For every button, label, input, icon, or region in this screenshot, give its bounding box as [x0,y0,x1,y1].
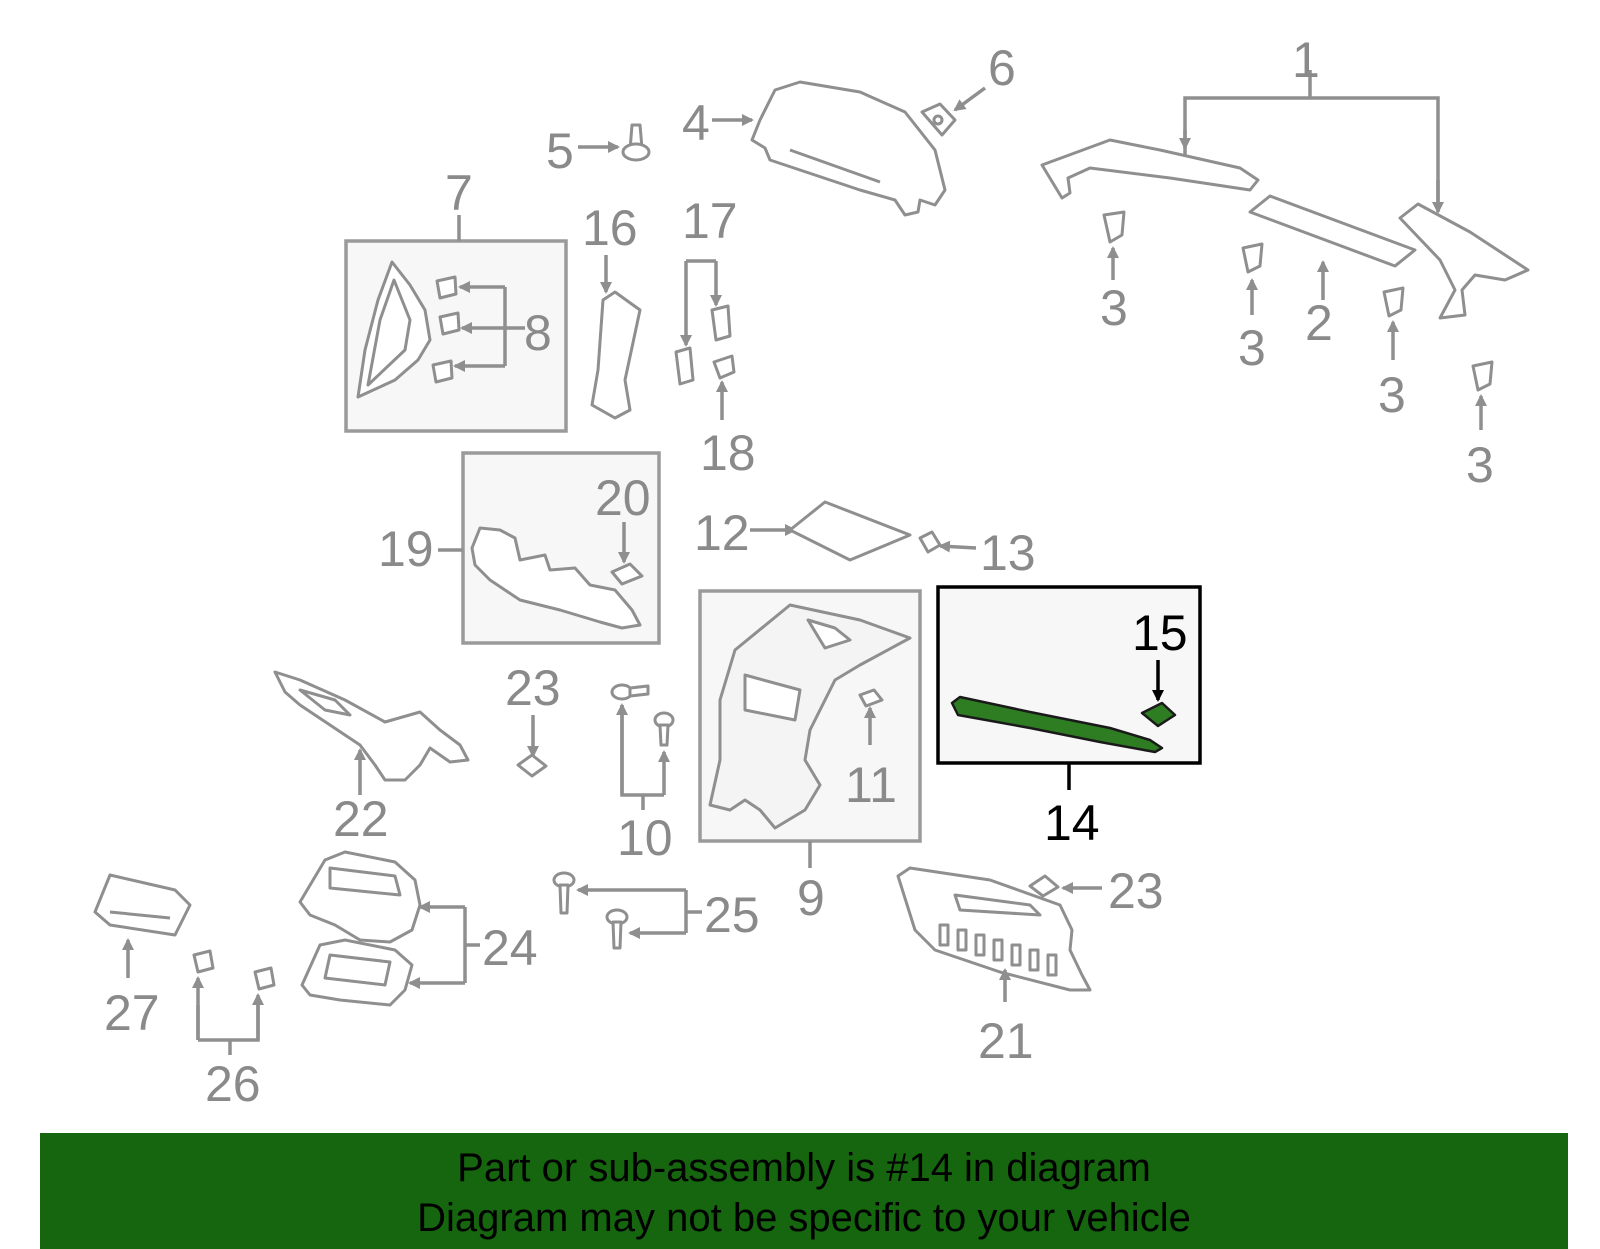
part-group-21: 21 23 [896,863,1164,1069]
clip-3-b [1241,242,1264,274]
callout-10: 10 [617,810,673,866]
callout-20: 20 [595,470,651,526]
callout-3-a: 3 [1100,280,1128,336]
part-group-22-23: 22 23 [273,660,561,847]
clip-20 [610,562,644,586]
part-19-dash-panel [470,526,642,630]
bolt-25-b [605,908,629,950]
clip-8-c [431,359,454,384]
callout-19: 19 [378,521,434,577]
clip-18 [712,354,736,380]
clip-11 [858,688,884,708]
clip-26-b [253,966,276,991]
callout-27: 27 [104,985,160,1041]
callout-4: 4 [682,95,710,151]
bolt-10-a [610,683,650,701]
part-13-clip [918,530,942,554]
part-24-upper-box [298,850,422,944]
callout-22: 22 [333,791,389,847]
part-9-center-console [708,603,912,830]
part-group-19: 19 20 [378,451,661,645]
banner-line-2: Diagram may not be specific to your vehi… [417,1196,1191,1240]
part-group-4-5-6: 4 5 6 [546,40,1016,217]
clip-26-a [192,949,215,974]
part-group-9: 11 9 [698,589,922,926]
callout-3-d: 3 [1466,437,1494,493]
clip-17-b [710,304,732,342]
callout-16: 16 [582,200,638,256]
part-1-left-trim [1040,138,1260,200]
part-6-nut [920,102,957,137]
callout-24: 24 [482,920,538,976]
part-12-mat [788,500,912,562]
callout-8: 8 [524,305,552,361]
part-group-16-18: 16 17 18 [582,193,756,481]
clip-23-a [516,753,548,778]
callout-2: 2 [1305,295,1333,351]
callout-14: 14 [1044,795,1100,851]
callout-13: 13 [980,525,1036,581]
part-21-slots [938,923,1058,977]
part-group-12-13: 12 13 [694,500,1036,581]
callout-23-b: 23 [1108,863,1164,919]
callout-21: 21 [978,1013,1034,1069]
clip-3-d [1471,360,1494,392]
clip-8-a [435,275,458,300]
part-group-26-27: 27 26 [93,873,276,1112]
callout-9: 9 [797,870,825,926]
callout-11: 11 [845,757,897,813]
part-group-14: 15 14 [936,585,1202,851]
clip-3-c [1382,286,1405,318]
callout-7: 7 [445,165,473,221]
part-16-pillar-garnish [590,290,642,420]
clip-3-a [1102,210,1126,244]
part-group-24-25: 24 25 [298,850,760,1007]
part-27-vent-cover [93,873,192,937]
callout-12: 12 [694,505,750,561]
callout-3-b: 3 [1238,320,1266,376]
part-5-screw [621,123,651,162]
callout-15: 15 [1132,605,1188,661]
clip-8-b [438,311,461,336]
part-15-highlighted-clip [1140,701,1177,728]
callout-23-a: 23 [505,660,561,716]
callout-6: 6 [988,40,1016,96]
part-group-7: 7 8 [344,165,568,433]
bolt-10-b [653,711,675,747]
part-22-knee-panel [273,670,470,782]
part-group-1: 1 2 3 3 3 3 [1040,32,1530,493]
callout-25: 25 [704,887,760,943]
callout-1: 1 [1292,32,1320,88]
callout-17: 17 [682,193,738,249]
callout-26: 26 [205,1056,261,1112]
part-14-highlighted-strip [950,695,1164,754]
info-banner: Part or sub-assembly is #14 in diagram D… [40,1133,1568,1249]
part-1-right-trim [1398,202,1530,320]
bolt-25-a [552,871,576,915]
part-4-meter-visor [750,80,947,217]
callout-3-c: 3 [1378,367,1406,423]
part-group-10: 10 [610,683,675,866]
callout-5: 5 [546,123,574,179]
callout-18: 18 [700,425,756,481]
clip-23-b [1028,874,1060,898]
part-21-lower-cover [896,866,1092,992]
banner-line-1: Part or sub-assembly is #14 in diagram [457,1146,1151,1190]
part-2-center-trim [1248,194,1417,268]
clip-17-a [674,346,695,386]
